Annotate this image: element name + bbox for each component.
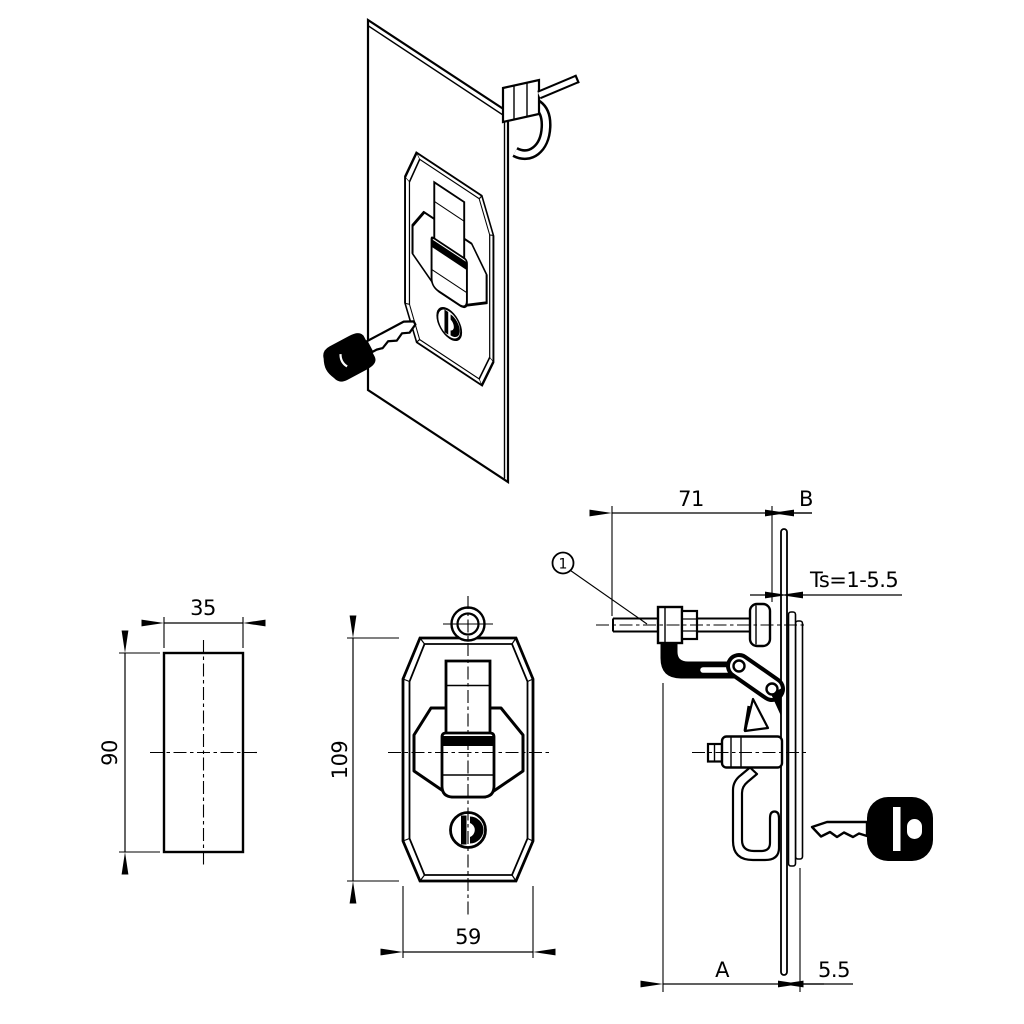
callout-1: 1 (551, 551, 648, 625)
perspective-installed-view (323, 17, 580, 485)
dim-59-label: 59 (455, 925, 481, 949)
callout-1-label: 1 (559, 557, 568, 573)
toggle-linkage (726, 653, 785, 733)
dim-109-label: 109 (328, 741, 352, 780)
dim-width-35: 35 (141, 596, 266, 648)
dim-rod-71: 71 B (589, 487, 813, 616)
dim-90-label: 90 (98, 740, 122, 766)
dim-sheet-thickness: Ts=1-5.5 (750, 568, 902, 599)
rear-flange (787, 611, 804, 867)
key-icon (810, 797, 933, 861)
rod-nut (501, 78, 541, 124)
front-centerlines (388, 596, 550, 917)
dim-depth-A: A 5.5 (640, 683, 853, 992)
dim-5-5-label: 5.5 (818, 958, 850, 982)
dim-width-59: 59 (380, 886, 556, 958)
dim-71-label: 71 (678, 487, 704, 511)
profile-view: 35 90 (98, 596, 266, 875)
circled-number-callout (551, 551, 575, 575)
housing-hook (731, 766, 781, 862)
dim-A-label: A (715, 958, 730, 982)
dim-height-109: 109 (328, 615, 399, 904)
latch-rod-and-hook (501, 74, 580, 161)
dim-height-90: 90 (98, 630, 160, 875)
profile-centerlines (150, 640, 258, 866)
dim-B-label: B (799, 487, 813, 511)
side-centerlines (596, 624, 806, 754)
side-section-view: 1 71 B Ts=1-5.5 A 5.5 (551, 487, 933, 992)
front-view: 109 59 (328, 596, 556, 958)
key-icon (323, 320, 417, 382)
dim-35-label: 35 (190, 596, 216, 620)
dim-Ts-label: Ts=1-5.5 (809, 568, 898, 592)
